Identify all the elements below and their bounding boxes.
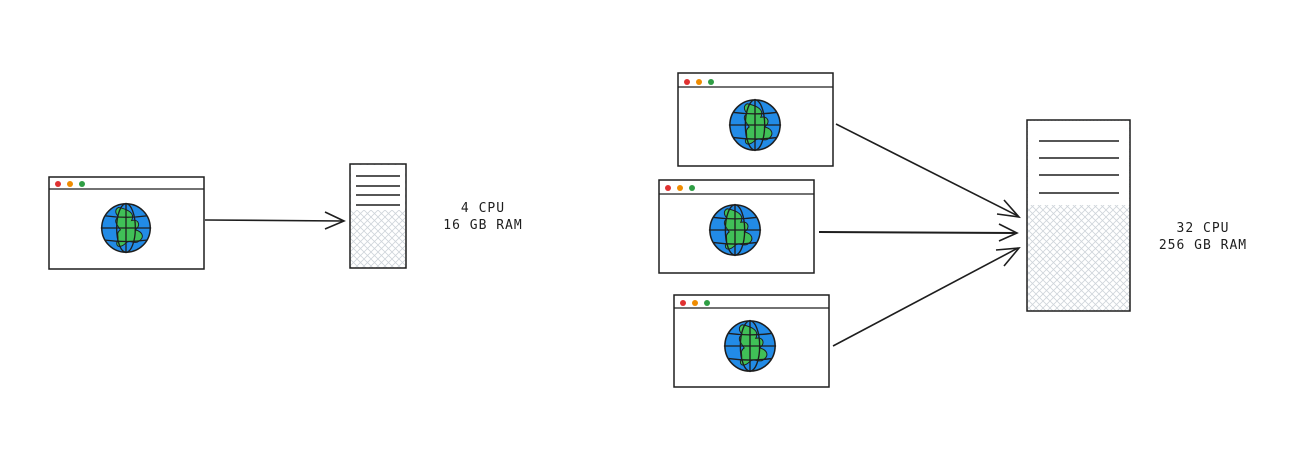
- ram-label: 16 GB RAM: [443, 218, 523, 233]
- arrow-icon: [204, 211, 346, 230]
- close-dot-icon: [684, 79, 690, 85]
- server-tower-icon: [1026, 119, 1131, 312]
- ram-label: 256 GB RAM: [1158, 238, 1248, 253]
- arrow-icon: [818, 223, 1019, 242]
- minimize-dot-icon: [692, 300, 698, 306]
- server-specs-small: 4 CPU 16 GB RAM: [428, 200, 538, 234]
- close-dot-icon: [680, 300, 686, 306]
- maximize-dot-icon: [708, 79, 714, 85]
- maximize-dot-icon: [79, 181, 85, 187]
- browser-window-icon: [658, 179, 815, 274]
- minimize-dot-icon: [67, 181, 73, 187]
- minimize-dot-icon: [677, 185, 683, 191]
- globe-icon: [723, 319, 777, 373]
- cpu-label: 4 CPU: [460, 201, 506, 216]
- globe-icon: [728, 98, 782, 152]
- server-specs-large: 32 CPU 256 GB RAM: [1148, 220, 1258, 254]
- minimize-dot-icon: [696, 79, 702, 85]
- server-tower-icon: [349, 163, 407, 269]
- browser-window-icon: [48, 176, 205, 270]
- arrow-icon: [835, 123, 1022, 219]
- arrow-icon: [832, 247, 1021, 347]
- cpu-label: 32 CPU: [1176, 221, 1230, 236]
- close-dot-icon: [55, 181, 61, 187]
- maximize-dot-icon: [689, 185, 695, 191]
- maximize-dot-icon: [704, 300, 710, 306]
- browser-window-icon: [673, 294, 830, 388]
- browser-window-icon: [677, 72, 834, 167]
- globe-icon: [100, 202, 152, 254]
- globe-icon: [708, 203, 762, 257]
- close-dot-icon: [665, 185, 671, 191]
